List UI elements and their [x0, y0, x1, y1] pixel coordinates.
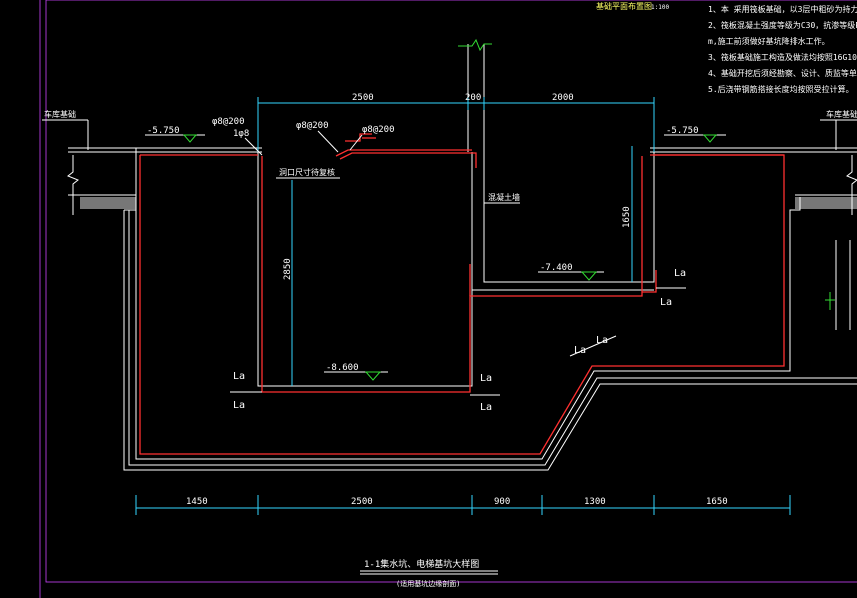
right-building-label: 车库基础 [826, 109, 857, 119]
top-dim-200: 200 [465, 93, 481, 103]
drawing-title: 1-1集水坑、电梯基坑大样图 [364, 558, 479, 570]
drawing-frame [45, 0, 857, 583]
pit-outline [123, 38, 857, 471]
rebar-opening-lip-2 [335, 149, 472, 157]
elevation-pit-triangle [364, 371, 382, 381]
bottom-dimensions: 1450 2500 900 1300 1650 [135, 495, 791, 515]
note-line: 2、筏板混凝土强度等级为C30，抗渗等级P6 [708, 20, 857, 30]
note-line: 3、筏板基础施工构造及做法均按照16G101-3 [708, 52, 857, 62]
bar-leader-mid-1 [317, 130, 339, 153]
bottom-dim-1450: 1450 [186, 497, 208, 507]
bottom-dim-2500: 2500 [351, 497, 373, 507]
elevation-left-triangle [182, 134, 198, 143]
top-dim-2500: 2500 [352, 93, 374, 103]
bar-label-mid-2: φ8@200 [362, 125, 395, 135]
rebar-elevator-pit [261, 156, 643, 393]
structure-outline [135, 148, 801, 460]
wall-note: 混凝土墙 [488, 192, 520, 202]
right-bedding-hatch [795, 197, 857, 209]
plan-scale: 1:100 [651, 4, 669, 11]
rebar-callouts: φ8@200 1φ8 φ8@200 φ8@200 洞口尺寸待复核 混凝土墙 [212, 117, 520, 204]
elevation-step-value: -7.400 [540, 263, 573, 273]
break-line-left [67, 155, 79, 215]
elevation-right-value: -5.750 [666, 126, 699, 136]
top-dim-2000: 2000 [552, 93, 574, 103]
plan-title: 基础平面布置图 [596, 1, 652, 11]
break-line-right [846, 155, 857, 215]
rebar [139, 133, 785, 455]
outer-cushion-outline [123, 210, 857, 471]
la-label: La [596, 335, 608, 346]
slab-step-line [471, 152, 654, 291]
note-line: 4、基础开挖后须经勘察、设计、质监等单位 [708, 68, 857, 78]
left-bedding-hatch [80, 197, 136, 209]
green-break-top [458, 38, 492, 52]
elevation-step: -7.400 [538, 263, 604, 281]
drawing-title-block: 1-1集水坑、电梯基坑大样图 (适用基坑边缘剖面) [360, 558, 498, 588]
rebar-sump-step [642, 270, 657, 293]
bar-label-left-1: φ8@200 [212, 117, 245, 127]
left-building-label: 车库基础 [44, 109, 76, 119]
bottom-dim-1300: 1300 [584, 497, 606, 507]
left-slab: 车库基础 [42, 109, 262, 215]
la-label: La [574, 345, 586, 356]
drawing-subtitle: (适用基坑边缘剖面) [396, 579, 460, 588]
la-label: La [480, 373, 492, 384]
top-dimensions: 2500 200 2000 [257, 93, 655, 152]
elevation-left-value: -5.750 [147, 126, 180, 136]
plan-title-block: 基础平面布置图 1:100 [596, 1, 669, 11]
la-label: La [233, 400, 245, 411]
elevation-left: -5.750 [145, 126, 205, 143]
la-tick [569, 335, 617, 357]
bar-label-mid-1: φ8@200 [296, 121, 329, 131]
right-slab: 车库基础 [650, 109, 857, 330]
anchor-labels: La La La La La La La La [230, 268, 686, 413]
note-line: m,施工前须做好基坑降排水工作。 [708, 36, 830, 46]
elevation-step-triangle [580, 271, 598, 281]
opening-note: 洞口尺寸待复核 [279, 167, 335, 177]
elevation-right: -5.750 [664, 126, 726, 143]
sump-inner [483, 152, 655, 283]
la-label: La [480, 402, 492, 413]
bottom-dim-900: 900 [494, 497, 510, 507]
bar-label-left-2: 1φ8 [233, 129, 249, 139]
pit-depth-dim: 2850 [283, 258, 293, 280]
note-line: 5.后浇带钢筋搭接长度均按照受拉计算。 [708, 84, 854, 94]
la-label: La [660, 297, 672, 308]
step-depth-dim: 1650 [622, 206, 632, 228]
bottom-dim-1650: 1650 [706, 497, 728, 507]
bar-leader-mid-2 [349, 134, 363, 151]
la-label: La [233, 371, 245, 382]
design-notes: 1、本 采用筏板基础，以3层中粗砂为持力层。 2、筏板混凝土强度等级为C30，抗… [708, 4, 857, 94]
elevation-pit: -8.600 [324, 363, 388, 381]
green-mark-right [825, 292, 835, 310]
la-label: La [674, 268, 686, 279]
elevation-right-triangle [702, 134, 718, 143]
bar-leader-left [244, 137, 263, 156]
elevation-pit-value: -8.600 [326, 363, 359, 373]
note-line: 1、本 采用筏板基础，以3层中粗砂为持力层。 [708, 4, 857, 14]
vertical-dimensions: 2850 1650 [283, 146, 633, 386]
outer-cushion-outline-2 [128, 210, 857, 466]
rebar-opening-lip [339, 152, 477, 168]
